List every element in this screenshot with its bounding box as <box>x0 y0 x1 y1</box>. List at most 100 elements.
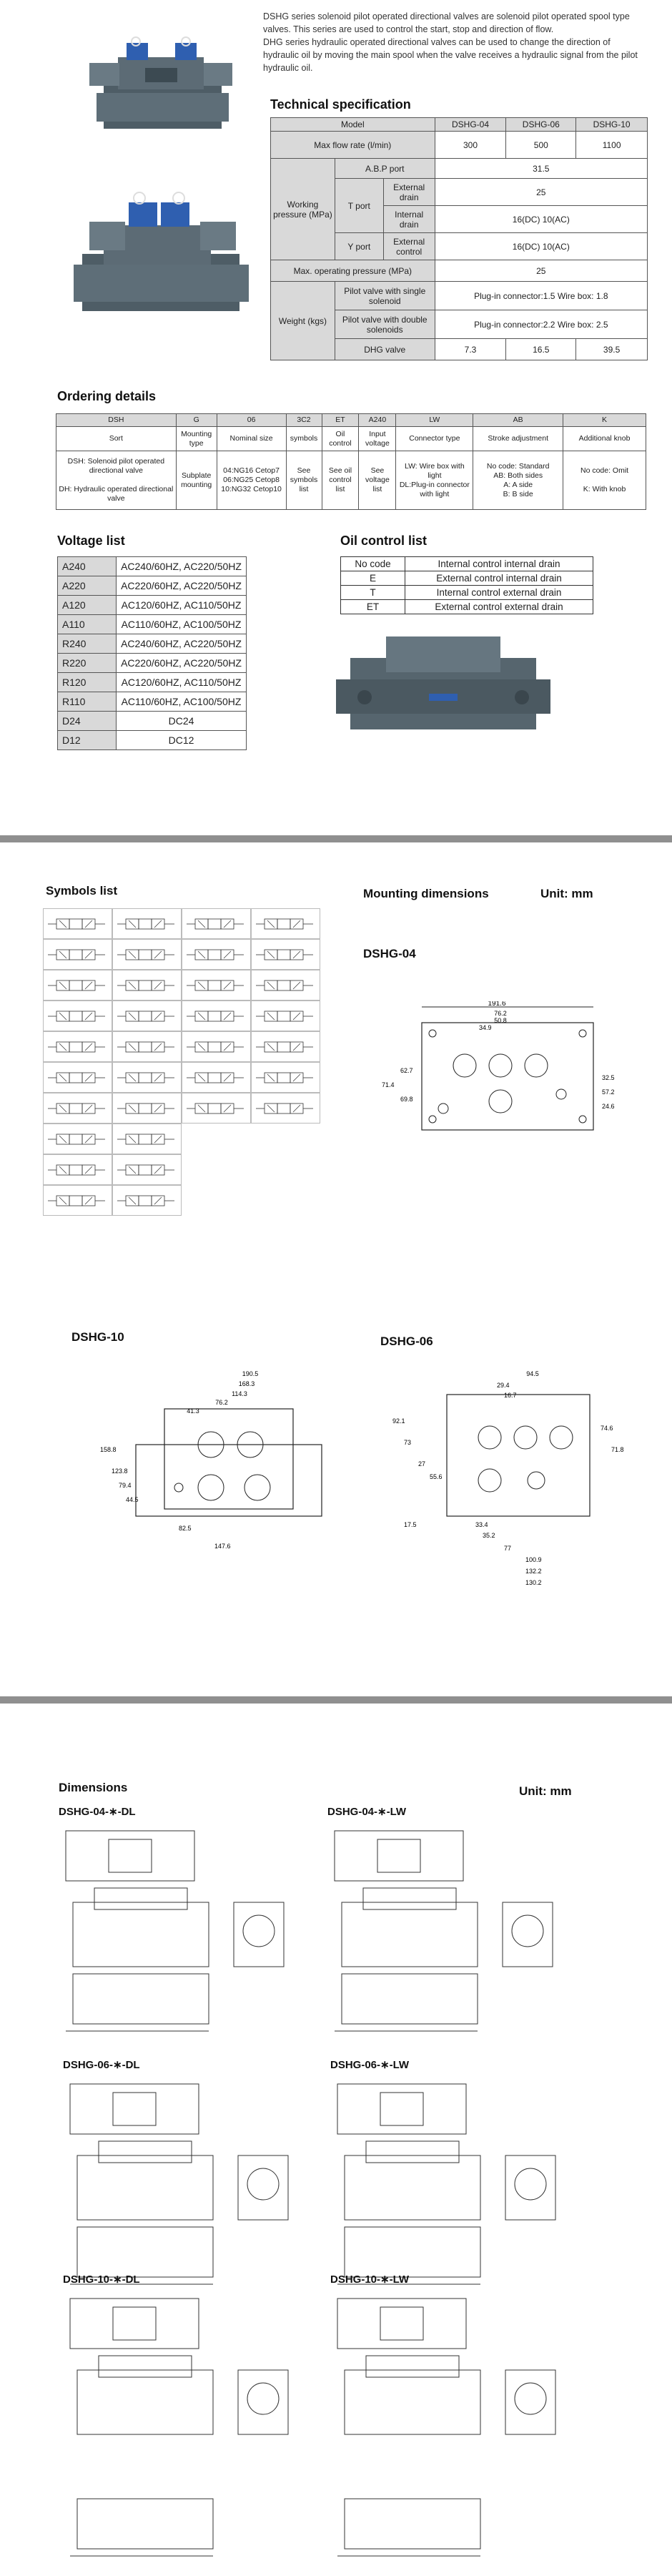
symbol-cell <box>251 939 320 970</box>
maxop-value: 25 <box>434 260 648 282</box>
symbol-cell <box>182 939 251 970</box>
d06-title: DSHG-06 <box>380 1334 433 1348</box>
symbol-cell <box>112 1124 182 1154</box>
valve-symbol-icon <box>256 949 313 960</box>
valve-symbol-icon <box>48 980 105 991</box>
dim-view-title: DSHG-04-∗-LW <box>327 1806 407 1818</box>
d10-dim-8: 44.5 <box>126 1496 139 1503</box>
d04-dim-9: 24.6 <box>602 1103 615 1110</box>
double-value: Plug-in connector:2.2 Wire box: 2.5 <box>434 310 648 339</box>
valve-symbol-icon <box>117 1011 174 1022</box>
symbol-cell <box>182 1031 251 1062</box>
d04-drawing: 191.6 76.2 50.8 34.9 62.7 71.4 69.8 32.5… <box>382 1001 615 1131</box>
d06-dim-4: 73 <box>404 1439 411 1446</box>
ord-labels-0: Sort <box>56 426 177 451</box>
valve-symbol-icon <box>187 1103 244 1114</box>
symbol-cell <box>251 1062 320 1093</box>
ord-codes-2: 06 <box>216 413 287 427</box>
ord-codes-8: K <box>563 413 646 427</box>
intro-p2: DHG series hydraulic operated directiona… <box>263 37 638 73</box>
valve-symbol-icon <box>187 949 244 960</box>
symbol-cell <box>182 908 251 939</box>
ord-codes-6: LW <box>395 413 474 427</box>
ord-desc-7: No code: Standard AB: Both sides A: A si… <box>473 451 564 510</box>
voltage-value: AC120/60HZ, AC110/50HZ <box>116 595 247 615</box>
d06-dim-15: 130.2 <box>525 1579 542 1586</box>
symbol-cell <box>112 1154 182 1185</box>
dim-view-title: DSHG-10-∗-DL <box>63 2273 140 2286</box>
dimensions-unit: Unit: mm <box>519 1784 572 1798</box>
valve-symbol-icon <box>48 1011 105 1022</box>
valve-symbol-icon <box>48 1072 105 1083</box>
voltage-code: A240 <box>57 556 117 576</box>
d10-drawing: 190.5 168.3 114.3 76.2 41.3 158.8 123.8 … <box>100 1370 322 1550</box>
d06-dim-11: 35.2 <box>483 1532 495 1539</box>
oil-code: E <box>340 571 405 586</box>
symbol-cell <box>43 970 112 1001</box>
voltage-code: D24 <box>57 711 117 731</box>
dimension-drawing <box>337 2083 556 2285</box>
valve-symbol-icon <box>256 918 313 930</box>
dhg-06: 16.5 <box>505 338 577 360</box>
valve-symbol-icon <box>117 1134 174 1145</box>
th-06: DSHG-06 <box>505 117 577 132</box>
symbol-empty <box>251 1154 320 1185</box>
symbol-cell <box>112 1001 182 1031</box>
dimension-drawing <box>334 1830 553 2032</box>
d10-dim-1: 168.3 <box>239 1380 255 1387</box>
symbol-cell <box>112 1062 182 1093</box>
ord-desc-8: No code: Omit K: With knob <box>563 451 646 510</box>
symbol-cell <box>112 939 182 970</box>
symbol-cell <box>43 1093 112 1124</box>
intro-text: DSHG series solenoid pilot operated dire… <box>263 10 643 74</box>
symbol-cell <box>43 1062 112 1093</box>
voltage-value: AC120/60HZ, AC110/50HZ <box>116 672 247 692</box>
symbol-cell <box>112 1031 182 1062</box>
ord-desc-2: 04:NG16 Cetop7 06:NG25 Cetop8 10:NG32 Ce… <box>216 451 287 510</box>
symbol-cell <box>251 1031 320 1062</box>
ord-desc-3: See symbols list <box>285 451 322 510</box>
valve-symbol-icon <box>256 1103 313 1114</box>
valve-symbol-icon <box>256 1041 313 1053</box>
voltage-code: R110 <box>57 692 117 712</box>
symbol-cell <box>182 1093 251 1124</box>
ord-labels-5: Input voltage <box>358 426 397 451</box>
valve-symbol-icon <box>256 1011 313 1022</box>
symbol-cell <box>43 1185 112 1216</box>
symbol-cell <box>43 1124 112 1154</box>
flow-06: 500 <box>505 131 577 159</box>
symbol-cell <box>251 970 320 1001</box>
voltage-value: AC240/60HZ, AC220/50HZ <box>116 634 247 654</box>
section-divider-2 <box>0 1696 672 1704</box>
d06-dim-9: 17.5 <box>404 1521 417 1528</box>
valve-symbol-icon <box>48 1103 105 1114</box>
voltage-code: A110 <box>57 614 117 634</box>
valve-symbol-icon <box>187 1011 244 1022</box>
d04-dim-3: 34.9 <box>479 1024 492 1031</box>
flow-10: 1100 <box>575 131 648 159</box>
tport-label: T port <box>334 178 384 233</box>
yport-label: Y port <box>334 232 384 260</box>
symbol-empty <box>251 1124 320 1154</box>
oil-value: Internal control internal drain <box>405 556 593 571</box>
symbol-cell <box>112 908 182 939</box>
dimension-drawing <box>337 2298 556 2557</box>
valve-symbol-icon <box>256 1072 313 1083</box>
symbol-cell <box>251 1001 320 1031</box>
dimension-drawing <box>69 2083 289 2285</box>
voltage-value: DC24 <box>116 711 247 731</box>
symbols-title: Symbols list <box>46 884 118 898</box>
tech-title: Technical specification <box>270 97 411 112</box>
tport-int-value: 16(DC) 10(AC) <box>434 205 648 233</box>
yport-value: 16(DC) 10(AC) <box>434 232 648 260</box>
voltage-value: DC12 <box>116 730 247 750</box>
valve-symbol-icon <box>117 949 174 960</box>
symbol-cell <box>182 1062 251 1093</box>
ord-codes-1: G <box>175 413 217 427</box>
dhg-10: 39.5 <box>575 338 648 360</box>
symbol-cell <box>112 1093 182 1124</box>
